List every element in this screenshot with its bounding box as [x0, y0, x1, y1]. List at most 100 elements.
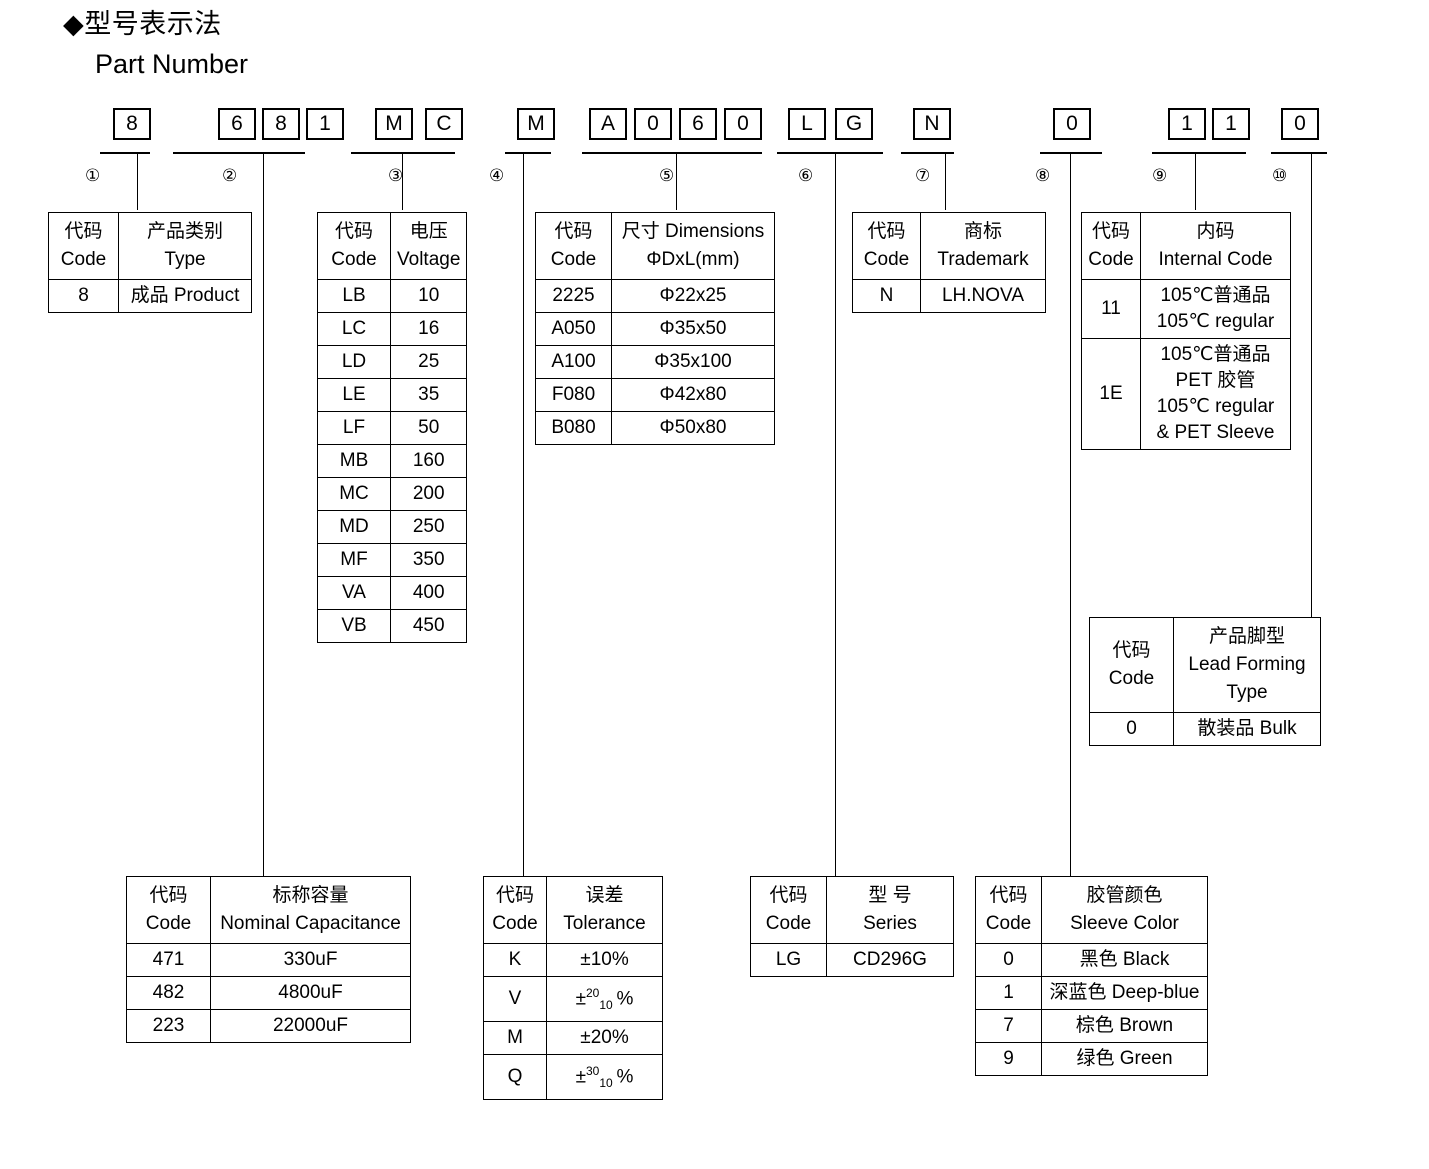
table-row: K ±10% [483, 943, 663, 977]
table-row: 1E 105℃普通品 PET 胶管 105℃ regular & PET Sle… [1081, 338, 1291, 450]
marker-bar-4 [505, 152, 551, 154]
lead-value: 散装品 Bulk [1173, 712, 1321, 746]
internal-code: 1E [1081, 338, 1141, 450]
sleeve-code: 7 [975, 1009, 1042, 1043]
code-box-10-1: 0 [1281, 108, 1319, 140]
capacitance-code: 482 [126, 976, 211, 1010]
page-title-zh: ◆型号表示法 [63, 9, 222, 39]
voltage-code: MF [317, 543, 391, 577]
dimensions-value: Φ35x100 [611, 345, 775, 379]
capacitance-head-code: 代码 Code [126, 876, 211, 944]
marker-number-3: ③ [388, 166, 404, 185]
marker-number-9: ⑨ [1152, 166, 1168, 185]
table-lead-forming: 代码 Code 产品脚型 Lead Forming Type 0 散装品 Bul… [1089, 617, 1321, 746]
table-row: 代码 Code 型 号 Series [750, 876, 954, 944]
table-row: M ±20% [483, 1021, 663, 1056]
series-value: CD296G [826, 943, 954, 977]
trademark-value: LH.NOVA [920, 279, 1046, 313]
internal-head-code: 代码 Code [1081, 212, 1141, 280]
table-row: LG CD296G [750, 943, 954, 977]
capacitance-value: 22000uF [210, 1009, 411, 1043]
voltage-code: LF [317, 411, 391, 445]
series-head-value: 型 号 Series [826, 876, 954, 944]
voltage-value: 25 [389, 345, 468, 379]
tolerance-head-code: 代码 Code [483, 876, 547, 944]
marker-bar-10 [1271, 152, 1327, 154]
sleeve-value: 深蓝色 Deep-blue [1041, 976, 1208, 1010]
voltage-head-value: 电压 Voltage [389, 212, 468, 280]
table-row: 代码 Code 误差 Tolerance [483, 876, 663, 944]
sleeve-value: 绿色 Green [1041, 1042, 1208, 1076]
voltage-code: LD [317, 345, 391, 379]
tolerance-sub: 10 [599, 1076, 613, 1091]
type-row-code: 8 [48, 279, 119, 313]
connector-line-5 [676, 153, 677, 210]
marker-bar-8 [1040, 152, 1102, 154]
code-box-3-2: C [425, 108, 463, 140]
dimensions-code: F080 [535, 378, 612, 412]
tolerance-sub: 10 [599, 998, 613, 1013]
dimensions-code: 2225 [535, 279, 612, 313]
tolerance-head-value: 误差 Tolerance [546, 876, 663, 944]
voltage-value: 250 [389, 510, 468, 544]
connector-line-8 [1070, 153, 1071, 876]
connector-line-1 [137, 153, 138, 210]
marker-number-7: ⑦ [915, 166, 931, 185]
marker-bar-5 [582, 152, 762, 154]
internal-head-value: 内码 Internal Code [1140, 212, 1291, 280]
marker-number-4: ④ [489, 166, 505, 185]
sleeve-head-code: 代码 Code [975, 876, 1042, 944]
table-row: 11 105℃普通品 105℃ regular [1081, 279, 1291, 339]
internal-value: 105℃普通品 PET 胶管 105℃ regular & PET Sleeve [1140, 338, 1291, 450]
dimensions-value: Φ22x25 [611, 279, 775, 313]
dimensions-code: B080 [535, 411, 612, 445]
trademark-head-code: 代码 Code [852, 212, 921, 280]
connector-line-9 [1195, 153, 1196, 210]
voltage-code: MD [317, 510, 391, 544]
marker-bar-1 [100, 152, 150, 154]
lead-head-code: 代码 Code [1089, 617, 1174, 713]
table-trademark: 代码 Code 商标 Trademark N LH.NOVA [852, 212, 1046, 313]
table-row: 8 成品 Product [48, 279, 252, 313]
marker-number-8: ⑧ [1035, 166, 1051, 185]
type-head-code: 代码 Code [48, 212, 119, 280]
table-row: 0 散装品 Bulk [1089, 712, 1321, 746]
tolerance-value: ±2010 % [546, 975, 663, 1023]
table-series: 代码 Code 型 号 Series LG CD296G [750, 876, 954, 977]
table-row: 代码 Code 内码 Internal Code [1081, 212, 1291, 280]
marker-bar-7 [901, 152, 954, 154]
table-row: 代码 Code 商标 Trademark [852, 212, 1046, 280]
table-tolerance: 代码 Code 误差 Tolerance K ±10% V ±2010 % M … [483, 876, 663, 1101]
table-row: N LH.NOVA [852, 279, 1046, 313]
table-row: 代码 Code 尺寸 Dimensions ΦDxL(mm) [535, 212, 775, 280]
connector-line-6 [835, 153, 836, 876]
tolerance-code: K [483, 943, 547, 977]
voltage-value: 350 [389, 543, 468, 577]
voltage-value: 16 [389, 312, 468, 346]
series-code: LG [750, 943, 827, 977]
marker-number-5: ⑤ [659, 166, 675, 185]
connector-line-7 [945, 153, 946, 210]
marker-bar-2 [173, 152, 305, 154]
capacitance-head-value: 标称容量 Nominal Capacitance [210, 876, 411, 944]
dimensions-code: A050 [535, 312, 612, 346]
dimensions-value: Φ50x80 [611, 411, 775, 445]
internal-code: 11 [1081, 279, 1141, 339]
tolerance-sup: 20 [586, 986, 600, 1000]
lead-code: 0 [1089, 712, 1174, 746]
capacitance-code: 223 [126, 1009, 211, 1043]
table-internal-code: 代码 Code 内码 Internal Code 11 105℃普通品 105℃… [1081, 212, 1291, 450]
voltage-code: LB [317, 279, 391, 313]
